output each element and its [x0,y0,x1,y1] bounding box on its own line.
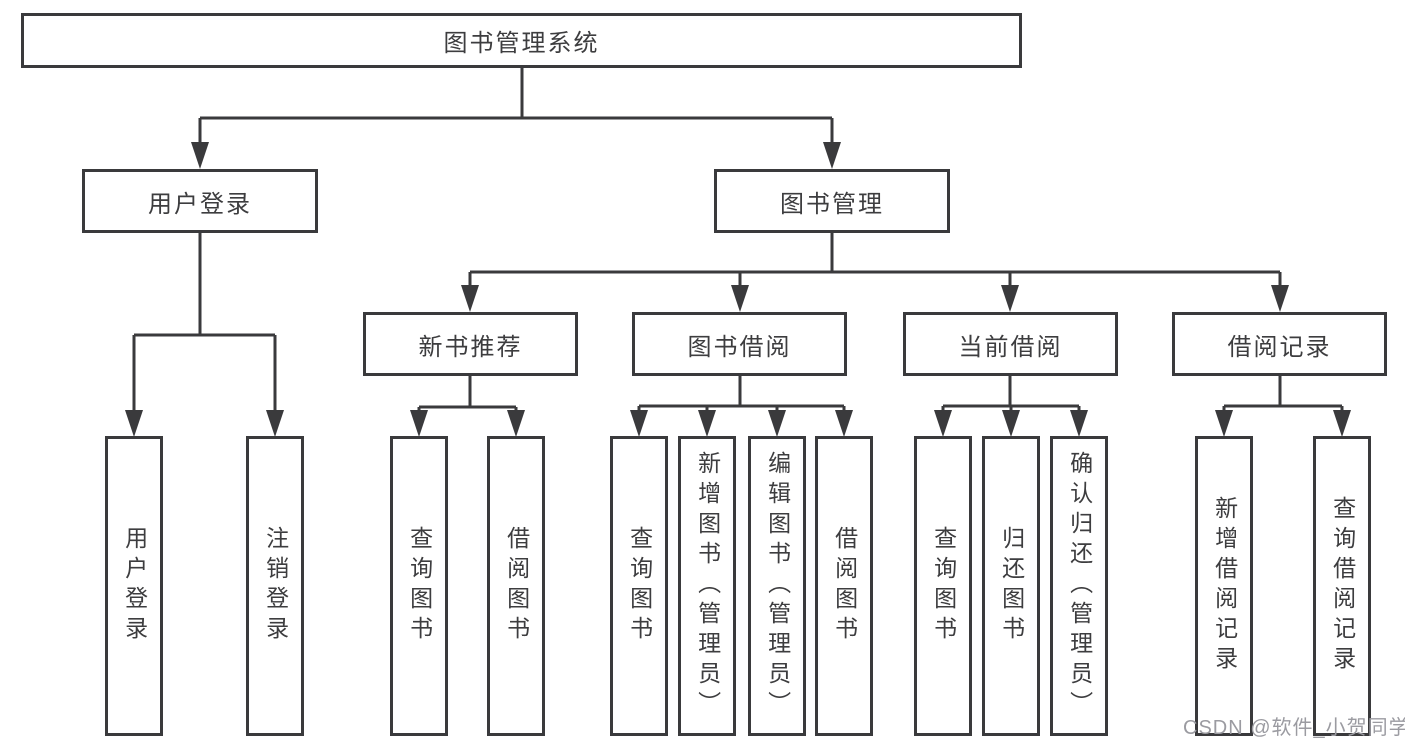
arrowhead-leaf-return-books [1002,410,1020,437]
arrowheads [125,142,1351,437]
node-leaf-borrow-borrow: 借阅图书 [815,436,873,736]
node-book-management: 图书管理 [714,169,950,233]
connector-root-to-level2 [198,68,834,142]
node-root: 图书管理系统 [21,13,1022,68]
connector-borrow-record-to-leaves [1222,376,1344,412]
arrowhead-current-borrow [1001,285,1019,312]
node-leaf-user-login: 用户登录 [105,436,163,736]
arrowhead-leaf-current-query [934,410,952,437]
node-leaf-query-borrow-record: 查询借阅记录 [1313,436,1371,736]
arrowhead-book-management [823,142,841,169]
arrowhead-leaf-query-record [1333,410,1351,437]
node-leaf-recommend-borrow: 借阅图书 [487,436,545,736]
arrowhead-leaf-borrow-borrow [835,410,853,437]
arrowhead-book-borrow [731,285,749,312]
arrowhead-leaf-edit-books [768,410,786,437]
node-leaf-borrow-query: 查询图书 [610,436,668,736]
node-leaf-add-borrow-record: 新增借阅记录 [1195,436,1253,736]
node-current-borrow: 当前借阅 [903,312,1118,376]
connector-new-book-recommend-to-leaves [417,376,518,412]
node-leaf-current-query: 查询图书 [914,436,972,736]
watermark-text: CSDN @软件_小贺同学 [1183,717,1405,739]
node-new-book-recommend: 新书推荐 [363,312,578,376]
arrowhead-leaf-user-login [125,410,143,437]
arrowhead-leaf-logout [266,410,284,437]
arrowhead-leaf-add-books [698,410,716,437]
node-leaf-confirm-return: 确认归还（管理员） [1050,436,1108,736]
connector-book-management-to-level3 [468,233,1282,287]
node-leaf-add-books-admin: 新增图书（管理员） [678,436,736,736]
node-leaf-return-books: 归还图书 [982,436,1040,736]
node-user-login: 用户登录 [82,169,318,233]
arrowhead-leaf-recommend-query [410,410,428,437]
arrowhead-new-book-recommend [461,285,479,312]
node-borrow-record: 借阅记录 [1172,312,1387,376]
connector-current-borrow-to-leaves [941,376,1081,412]
connector-book-borrow-to-leaves [637,376,846,412]
node-leaf-logout: 注销登录 [246,436,304,736]
arrowhead-user-login [191,142,209,169]
arrowhead-borrow-record [1271,285,1289,312]
arrowhead-leaf-borrow-query [630,410,648,437]
arrowhead-leaf-confirm-return [1070,410,1088,437]
arrowhead-leaf-recommend-borrow [507,410,525,437]
arrowhead-leaf-add-record [1215,410,1233,437]
node-leaf-recommend-query: 查询图书 [390,436,448,736]
connector-user-login-to-leaves [132,233,277,412]
node-book-borrow: 图书借阅 [632,312,847,376]
node-leaf-edit-books-admin: 编辑图书（管理员） [748,436,806,736]
